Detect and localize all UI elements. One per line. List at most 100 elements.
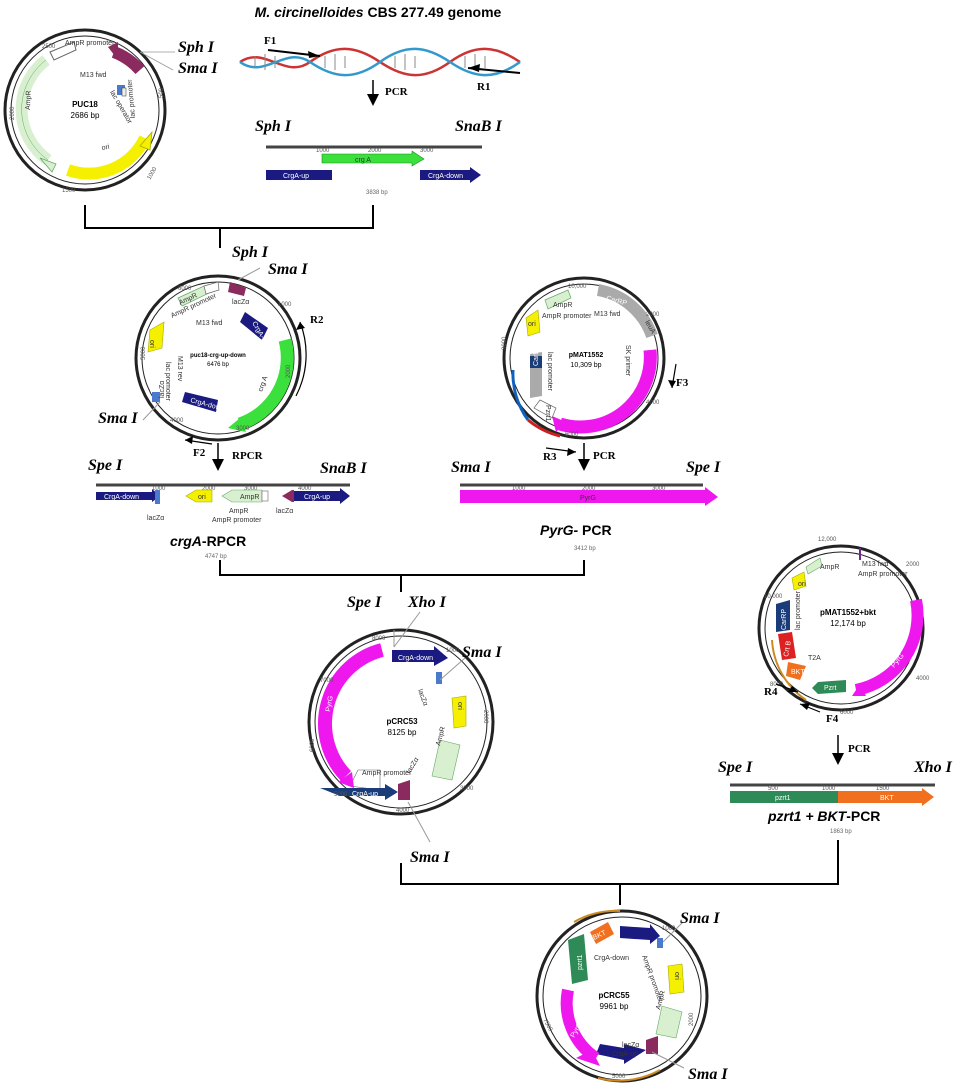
crga-frag-tick-3000: 3000	[420, 148, 434, 154]
pyrg-pcr-pyrg-label: PyrG	[580, 495, 596, 502]
pcrc53-pyrg-arc	[318, 643, 384, 781]
crga-rpcr-tick-3000: 3000	[244, 486, 258, 492]
rpcr-label: RPCR	[232, 450, 264, 462]
pmat1552-pyrg-arc	[558, 349, 657, 434]
primer-r4: R4	[764, 686, 778, 698]
pyrg-pcr-tick-2000: 2000	[582, 486, 596, 492]
pyrg-pcr-tick-3000: 3000	[652, 486, 666, 492]
genome-pcr-label: PCR	[385, 86, 409, 98]
pcrc55-ampr-label: AmpR	[655, 990, 667, 1011]
puc18-name: PUC18	[72, 100, 98, 109]
puc18crg-lacz1-label: lacZα	[232, 299, 249, 306]
puc18-lacpro-label: lac promoter	[127, 78, 137, 118]
crga-frag-up-label: CrgA-up	[283, 173, 309, 180]
pcrc55-tick-2000: 2000	[689, 1012, 695, 1026]
pcrc53-up-label: CrgA-up	[352, 791, 378, 798]
bkt-pcr-prod-rest: -PCR	[846, 808, 880, 824]
crga-frag-tick-1000: 1000	[316, 148, 330, 154]
pcrc55-sma2: Sma I	[688, 1066, 728, 1083]
pmatbkt-plasmid: CarRP Crt B BKT Pzrt PyrG M13 fwd AmpR p…	[757, 537, 930, 716]
pcrc55-amprp-label: AmpR promoter	[640, 954, 664, 1003]
pcrc55-pzrt-label: pzrt1	[577, 954, 584, 970]
primer-f2: F2	[193, 447, 206, 459]
pmatbkt-t2a-label: T2A	[808, 655, 821, 662]
bkt-pcr-pzrt-label: pzrt1	[775, 795, 791, 802]
pcrc53-tick-5000: 5000	[334, 792, 348, 798]
puc18crg-sph: Sph I	[232, 244, 269, 261]
primer-r3: R3	[543, 451, 557, 463]
pmatbkt-lacpro-label: lac promoter	[795, 590, 802, 630]
puc18-sma-label: Sma I	[178, 60, 218, 77]
crga-rpcr-ori-label: ori	[198, 494, 206, 501]
pyrg-pcr-spe: Spe I	[686, 459, 721, 476]
primer-f1: F1	[264, 35, 276, 47]
crga-frag-size: 3838 bp	[366, 190, 388, 196]
puc18crg-tick-1000: 1000	[278, 302, 292, 308]
genome-title: M. circinelloides CBS 277.49 genome	[255, 4, 502, 20]
pmat1552-sk-label: SK primer	[624, 345, 631, 377]
primer-r1: R1	[477, 81, 490, 93]
pcrc53-sma2: Sma I	[410, 849, 450, 866]
pmat1552-lacpro-label: lac promoter	[546, 352, 553, 392]
crga-frag-crg-label: crg A	[355, 157, 371, 164]
puc18crg-lacpro-label: lac promoter	[164, 362, 171, 402]
bkt-pcr-xho: Xho I	[913, 759, 953, 776]
pmat1552-carb-label: CarB	[533, 350, 540, 366]
pmatbkt-amprp-label: AmpR promoter	[858, 571, 908, 578]
puc18crg-crg-label: crg A	[257, 375, 269, 393]
puc18-ori-label: ori	[101, 144, 110, 152]
bkt-pcr-fragment: 500 1000 1500 pzrt1 BKT	[730, 783, 935, 806]
pyrg-pcr-fragment: 1000 2000 3000 PyrG	[460, 483, 718, 506]
pmatbkt-pzrt-label: Pzrt	[824, 685, 837, 692]
puc18-size: 2686 bp	[71, 111, 100, 120]
bkt-pcr-tick-500: 500	[768, 786, 779, 792]
crga-fragment: 1000 2000 3000 crg A CrgA-up CrgA-down 3…	[266, 145, 482, 196]
pmatbkt-tick-4000: 4000	[916, 676, 930, 682]
pcrc53-tick-6000: 6000	[310, 738, 316, 752]
puc18crg-plasmid: AmpR AmpR promoter lacZα M13 fwd CrgA-up…	[134, 267, 302, 442]
crga-rpcr-tick-2000: 2000	[202, 486, 216, 492]
pmat1552-plasmid: AmpR AmpR promoter M13 fwd ori CarRP leu…	[502, 276, 666, 440]
pcrc53-amprp-label: AmpR promoter	[362, 770, 412, 777]
pcrc53-size: 8125 bp	[388, 728, 417, 737]
puc18crg-ori-label: ori	[148, 340, 155, 348]
bkt-pcr-tick-1500: 1500	[876, 786, 890, 792]
puc18crg-m13f-label: M13 fwd	[196, 320, 223, 327]
pmat1552-tick-8000: 8000	[502, 336, 508, 350]
crga-rpcr-prod-rest: -RPCR	[202, 533, 246, 549]
pyrg-pcr-prod-rest: PCR	[578, 522, 611, 538]
pmat1552-name: pMAT1552	[569, 352, 604, 359]
puc18crg-crg-arc	[237, 338, 294, 431]
bkt-pcr-size: 1863 bp	[830, 829, 852, 835]
puc18-ori-arc	[65, 135, 151, 180]
puc18-tick-2000: 2000	[10, 106, 16, 120]
crga-rpcr-down-label: CrgA-down	[104, 494, 139, 501]
pmatbkt-ampr-label: AmpR	[820, 564, 839, 571]
pmatbkt-pcr-label: PCR	[848, 743, 872, 755]
pcrc55-lacz-label: lacZα	[622, 1042, 639, 1049]
crga-rpcr-spe: Spe I	[88, 457, 123, 474]
pyrg-pcr-size: 3412 bp	[574, 546, 596, 552]
crga-frag-down-label: CrgA-down	[428, 173, 463, 180]
puc18crg-sma-left: Sma I	[98, 410, 138, 427]
pmatbkt-pyrg-arc	[854, 598, 924, 696]
pcrc53-name: pCRC53	[386, 717, 418, 726]
puc18crg-lacz2-label: lacZα	[159, 381, 166, 398]
pcrc55-name: pCRC55	[598, 991, 630, 1000]
dna-helix	[239, 47, 521, 77]
pcrc53-ori-label: ori	[456, 702, 463, 710]
primer-f3: F3	[676, 377, 689, 389]
pcrc53-sma1: Sma I	[462, 644, 502, 661]
pmatbkt-m13-label: M13 fwd	[862, 561, 889, 568]
pmat1552-tick-6000: 6000	[565, 432, 579, 438]
pmatbkt-tick-6000: 6000	[840, 710, 854, 716]
puc18-sph-label: Sph I	[178, 39, 215, 56]
crga-rpcr-snab: SnaB I	[320, 460, 367, 477]
puc18crg-tick-2000: 2000	[286, 364, 292, 378]
pcrc55-ori-label: ori	[673, 972, 680, 980]
pyrg-pcr-product: PyrG- PCR	[540, 522, 612, 538]
pmat1552-ori-label: ori	[528, 321, 536, 328]
pmatbkt-carrp-label: CarRP	[781, 609, 788, 630]
crga-rpcr-prod-italic: crgA	[170, 533, 202, 549]
pmat1552-pzrt1-label: Pzrt1	[544, 405, 551, 421]
